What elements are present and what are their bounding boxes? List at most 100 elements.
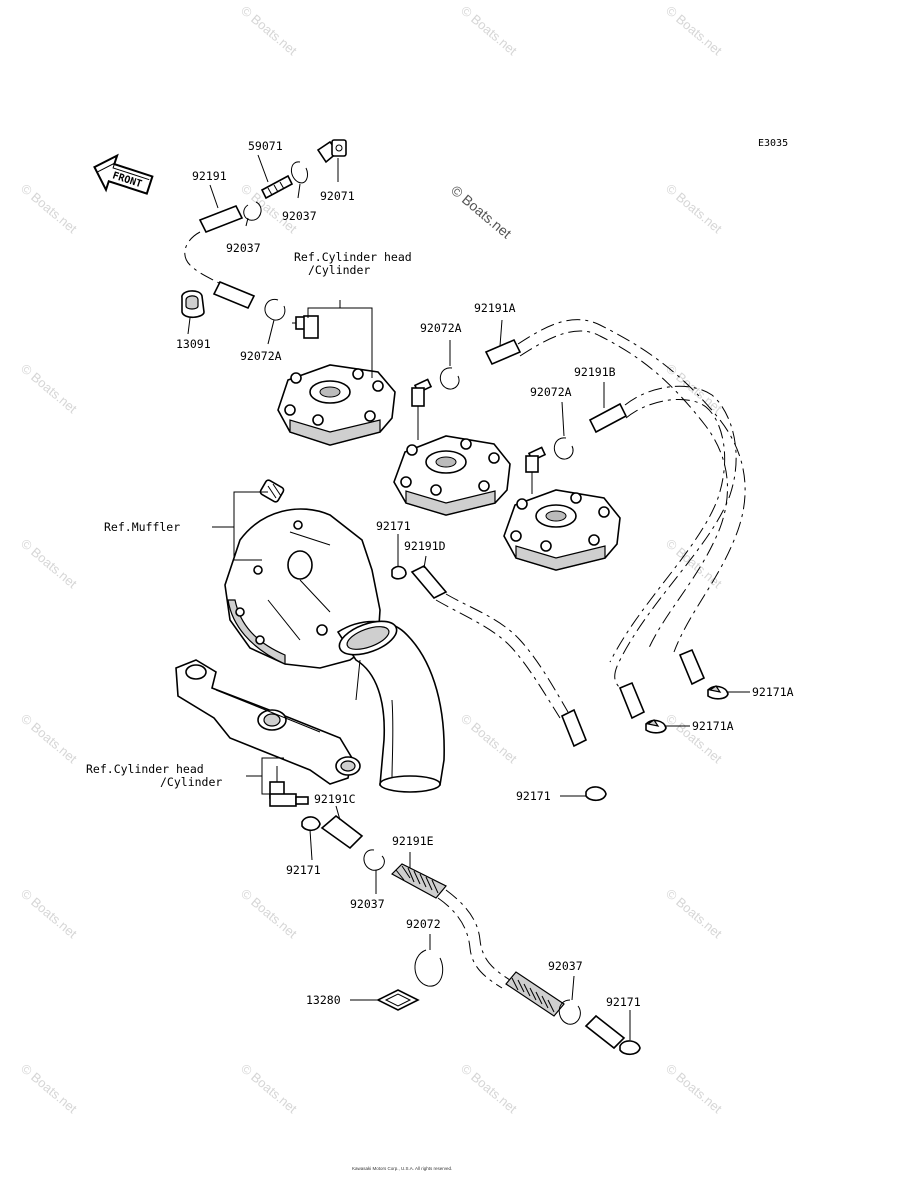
hose-corrugated-lower [505, 971, 565, 1017]
hose-92191D [410, 565, 448, 599]
watermark: © Boats.net [663, 361, 725, 417]
hose-end-92191D [560, 708, 588, 748]
hose-end-right-1 [678, 648, 706, 686]
front-arrow: FRONT [93, 153, 154, 195]
label-92191E: 92191E [392, 834, 434, 848]
label-ref-cylinder-head-top: Ref.Cylinder head [294, 250, 412, 264]
bolt-59071 [260, 174, 294, 200]
watermark: © Boats.net [663, 1061, 725, 1117]
watermark: © Boats.net [458, 1061, 520, 1117]
watermark: © Boats.net [663, 3, 725, 59]
label-92037-left: 92037 [226, 241, 261, 255]
cylinder-head-2 [393, 435, 511, 516]
fitting-mid-elbow [411, 378, 433, 407]
label-59071: 59071 [248, 139, 283, 153]
label-13091: 13091 [176, 337, 211, 351]
hose-92191A [484, 338, 522, 366]
hose-92191E [391, 863, 447, 899]
hose-route [445, 889, 511, 981]
label-92171-a: 92171 [376, 519, 411, 533]
hose-route [614, 385, 737, 689]
watermark: © Boats.net [18, 1061, 80, 1117]
watermark: © Boats.net [18, 181, 80, 237]
label-92191D: 92191D [404, 539, 446, 553]
hose-92191B [588, 402, 628, 434]
exhaust-manifold [175, 659, 361, 785]
hose-92191 [198, 204, 244, 234]
hose-route [517, 319, 746, 653]
hose-route [184, 231, 223, 286]
clamp-92171-c [301, 816, 321, 832]
cylinder-head-3 [503, 489, 621, 571]
clamp-92171-d [619, 1040, 641, 1056]
label-92191B: 92191B [574, 365, 616, 379]
hose-92191-lower [212, 280, 256, 310]
label-92191C: 92191C [314, 792, 356, 806]
hose-route [609, 398, 726, 663]
clip-92072A-right [553, 437, 574, 460]
label-92072: 92072 [406, 917, 441, 931]
label-92037-right: 92037 [548, 959, 583, 973]
damper-13280 [376, 989, 420, 1011]
label-ref-muffler: Ref.Muffler [104, 520, 180, 534]
clip-92072A-left [264, 298, 286, 321]
clip-92037-bottom [363, 849, 385, 871]
label-ref-cylinder-top: /Cylinder [308, 263, 370, 277]
watermark: © Boats.net [238, 1061, 300, 1117]
hose-end-right-2 [618, 681, 646, 720]
diagram-code: E3035 [758, 138, 788, 149]
watermark: © Boats.net [663, 181, 725, 237]
watermark: © Boats.net [458, 711, 520, 767]
watermark: © Boats.net [18, 361, 80, 417]
watermark: © Boats.net [458, 3, 520, 59]
clip-92037-top [291, 161, 309, 184]
hose-route [437, 897, 503, 989]
hose-bottom-right [584, 1014, 626, 1050]
label-92171-c: 92171 [286, 863, 321, 877]
fitting-left-elbow [292, 315, 319, 339]
label-92191: 92191 [192, 169, 227, 183]
hose-92191C [320, 814, 364, 850]
label-92072A-left: 92072A [240, 349, 282, 363]
watermark: © Boats.net [18, 536, 80, 592]
clip-92072A-mid [439, 367, 460, 390]
hose-route [435, 599, 561, 719]
leader-lines [187, 154, 750, 1040]
watermark: © Boats.net [448, 182, 515, 241]
clamp-92171-a [391, 565, 407, 580]
label-92037-top: 92037 [282, 209, 317, 223]
label-ref-cylinder-bottom: /Cylinder [160, 775, 222, 789]
watermark: © Boats.net [663, 886, 725, 942]
watermark: © Boats.net [18, 886, 80, 942]
fitting-bottom-elbow [269, 766, 309, 807]
label-ref-cylinder-head-bottom: Ref.Cylinder head [86, 762, 204, 776]
watermark: © Boats.net [18, 711, 80, 767]
clip-92072 [414, 949, 444, 987]
clamp-92171A-upper [707, 685, 729, 700]
clip-92037-left [243, 201, 262, 221]
fitting-92071 [316, 139, 347, 182]
clamp-92171-b [585, 786, 607, 802]
grommet-13091 [181, 290, 205, 319]
label-92071: 92071 [320, 189, 355, 203]
watermark: © Boats.net [238, 3, 300, 59]
label-13280: 13280 [306, 993, 341, 1007]
clamp-92171A-lower [645, 719, 667, 734]
label-92171-b: 92171 [516, 789, 551, 803]
muffler-fitting [259, 479, 285, 503]
label-92171A-upper: 92171A [752, 685, 794, 699]
label-92072A-right: 92072A [530, 385, 572, 399]
clip-92037-right [558, 999, 581, 1025]
label-92171-d: 92171 [606, 995, 641, 1009]
label-92037-bottom: 92037 [350, 897, 385, 911]
copyright-text: Kawasaki Motors Corp., U.S.A. All rights… [352, 1166, 452, 1171]
part-labels: 59071 92191 92071 92037 92037 Ref.Cylind… [86, 139, 794, 1009]
hose-route [519, 330, 728, 651]
exhaust-elbow-pipe [336, 620, 445, 793]
label-92171A-lower: 92171A [692, 719, 734, 733]
fitting-right-elbow [525, 446, 547, 473]
muffler-body [224, 508, 381, 669]
cylinder-head-1 [277, 364, 396, 446]
hose-route [445, 593, 569, 713]
